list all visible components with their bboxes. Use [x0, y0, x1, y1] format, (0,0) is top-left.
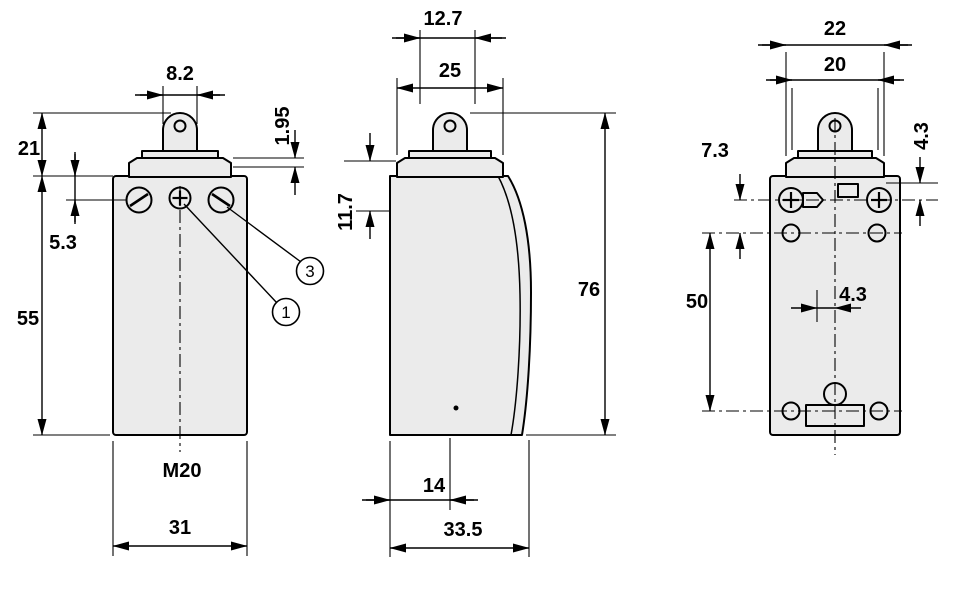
front-view: 8.2 21 55 5.3 1.95 [17, 63, 325, 556]
dim-text-14: 14 [423, 475, 446, 497]
back-window-detail [837, 183, 859, 198]
side-dim-head-width: 25 [396, 60, 504, 155]
side-dim-total-height: 76 [470, 112, 616, 436]
front-callouts: 3 1 [183, 203, 325, 327]
side-reference-dot [453, 405, 459, 411]
front-dim-travel: 1.95 [233, 107, 304, 195]
side-view: 12.7 25 11.7 76 [335, 8, 616, 557]
front-dim-plunger-width: 8.2 [135, 63, 225, 124]
front-screw-left-slot [129, 192, 149, 208]
callout-label-3: 3 [305, 262, 314, 281]
thread-label-m20: M20 [163, 460, 202, 482]
side-body [389, 175, 532, 436]
back-dim-hole-offset: 7.3 [701, 140, 745, 259]
front-dim-screw-offset: 5.3 [49, 152, 127, 254]
dim-text-8-2: 8.2 [166, 63, 194, 85]
side-body-inner-curve [497, 175, 521, 436]
dim-text-12-7: 12.7 [424, 8, 463, 30]
dim-text-55: 55 [17, 308, 39, 330]
dim-text-11-7: 11.7 [335, 193, 357, 231]
back-dim-hole-spacing: 50 [686, 232, 715, 412]
callout-circle-1 [271, 297, 301, 327]
dim-text-31: 31 [169, 517, 191, 539]
front-head-step [141, 150, 219, 159]
dim-text-21: 21 [18, 138, 40, 160]
side-plunger-pin [443, 119, 457, 133]
front-dim-body-width: 31 [112, 441, 248, 556]
front-head-flange [128, 157, 232, 178]
side-head-step [408, 150, 492, 159]
dim-text-7-3: 7.3 [701, 140, 729, 162]
side-dim-head-height: 11.7 [335, 133, 396, 239]
dim-text-50: 50 [686, 291, 708, 313]
front-dim-head-height: 21 [18, 112, 171, 177]
front-screw-right-slot [211, 192, 231, 208]
side-head-flange [396, 157, 504, 178]
dim-text-22: 22 [824, 18, 846, 40]
back-dim-inner-width: 20 [766, 54, 904, 150]
side-dim-depth: 33.5 [389, 440, 530, 557]
callout-circle-3 [295, 256, 325, 286]
back-dim-side-offset: 4.3 [886, 122, 938, 226]
dim-text-4-3-middle: 4.3 [839, 284, 867, 306]
back-dim-center-offset: 4.3 [791, 284, 867, 322]
side-dim-upper-width: 12.7 [392, 8, 506, 104]
callout-label-1: 1 [281, 303, 290, 322]
front-dim-body-height: 55 [17, 175, 113, 436]
side-dim-base-flat: 14 [362, 438, 478, 510]
dim-text-4-3-right: 4.3 [911, 122, 933, 150]
dim-text-76: 76 [578, 279, 600, 301]
back-dim-outer-width: 22 [758, 18, 912, 156]
dim-text-1-95: 1.95 [272, 107, 294, 146]
back-view: 22 20 4.3 7.3 50 [686, 18, 938, 455]
dim-text-25: 25 [439, 60, 461, 82]
dim-text-33-5: 33.5 [444, 519, 483, 541]
dim-text-20: 20 [824, 54, 846, 76]
front-plunger-pin [173, 119, 187, 133]
dim-text-5-3: 5.3 [49, 232, 77, 254]
